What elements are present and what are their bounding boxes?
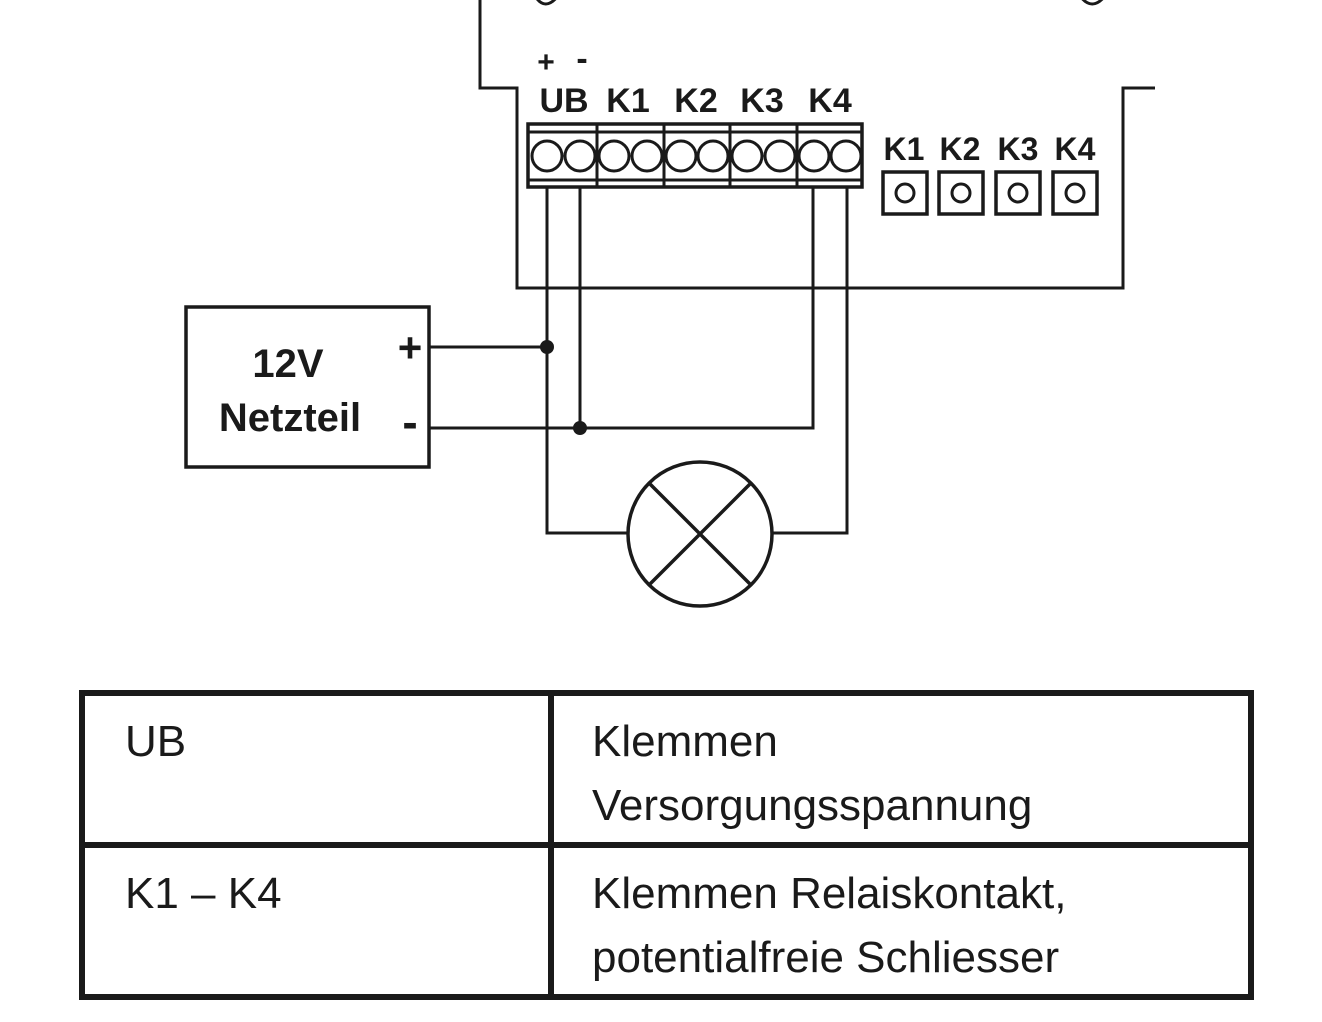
legend-description-line: Klemmen Relaiskontakt, [592, 869, 1067, 918]
wiring [429, 187, 849, 535]
power-supply-label: Netzteil [219, 396, 361, 440]
legend-term: K1 – K4 [125, 869, 282, 918]
power-supply-voltage: 12V [252, 342, 323, 386]
led-label-k2: K2 [940, 131, 981, 167]
terminal-block [526, 122, 864, 189]
power-supply-minus: - [402, 396, 417, 448]
device-housing-top-arc-left [536, 0, 557, 6]
led-label-k3: K3 [998, 131, 1039, 167]
terminal-label-k1: K1 [606, 82, 649, 120]
polarity-minus-label: - [576, 40, 587, 78]
legend-description-cell: Klemmen Versorgungsspannung [548, 690, 1254, 848]
terminal-label-k2: K2 [674, 82, 717, 120]
led-label-k4: K4 [1055, 131, 1096, 167]
relay-indicator-k1 [881, 170, 929, 216]
table-row: UB Klemmen Versorgungsspannung [79, 690, 1254, 848]
relay-indicator-k3 [994, 170, 1042, 216]
terminal-label-k4: K4 [808, 82, 852, 120]
legend-description-cell: Klemmen Relaiskontakt, potentialfreie Sc… [548, 842, 1254, 1000]
polarity-plus-label: + [537, 46, 555, 79]
relay-indicator-k4 [1051, 170, 1099, 216]
legend-description-line: potentialfreie Schliesser [592, 933, 1060, 982]
legend-table: UB Klemmen Versorgungsspannung K1 – K4 K… [79, 690, 1254, 1000]
junction-dot-plus [540, 340, 554, 354]
table-row: K1 – K4 Klemmen Relaiskontakt, potential… [79, 842, 1254, 1000]
power-supply-box [184, 305, 431, 469]
legend-term: UB [125, 717, 187, 766]
wiring-diagram: + - UB K1 K2 K3 K4 K1 K2 K3 K4 [184, 0, 1155, 608]
junction-dot-minus [573, 421, 587, 435]
device-housing-top-arc-right [1081, 0, 1104, 6]
legend-description-line: Versorgungsspannung [592, 781, 1033, 830]
device-housing-outline [478, 0, 1155, 290]
legend-description-line: Klemmen [592, 717, 778, 766]
relay-indicator-k2 [937, 170, 985, 216]
led-label-k1: K1 [884, 131, 925, 167]
legend-term-cell: K1 – K4 [79, 842, 554, 1000]
terminal-label-k3: K3 [740, 82, 783, 120]
legend-term-cell: UB [79, 690, 554, 848]
power-supply-plus: + [398, 324, 423, 371]
lamp-symbol [626, 460, 774, 608]
terminal-label-ub: UB [539, 82, 588, 120]
